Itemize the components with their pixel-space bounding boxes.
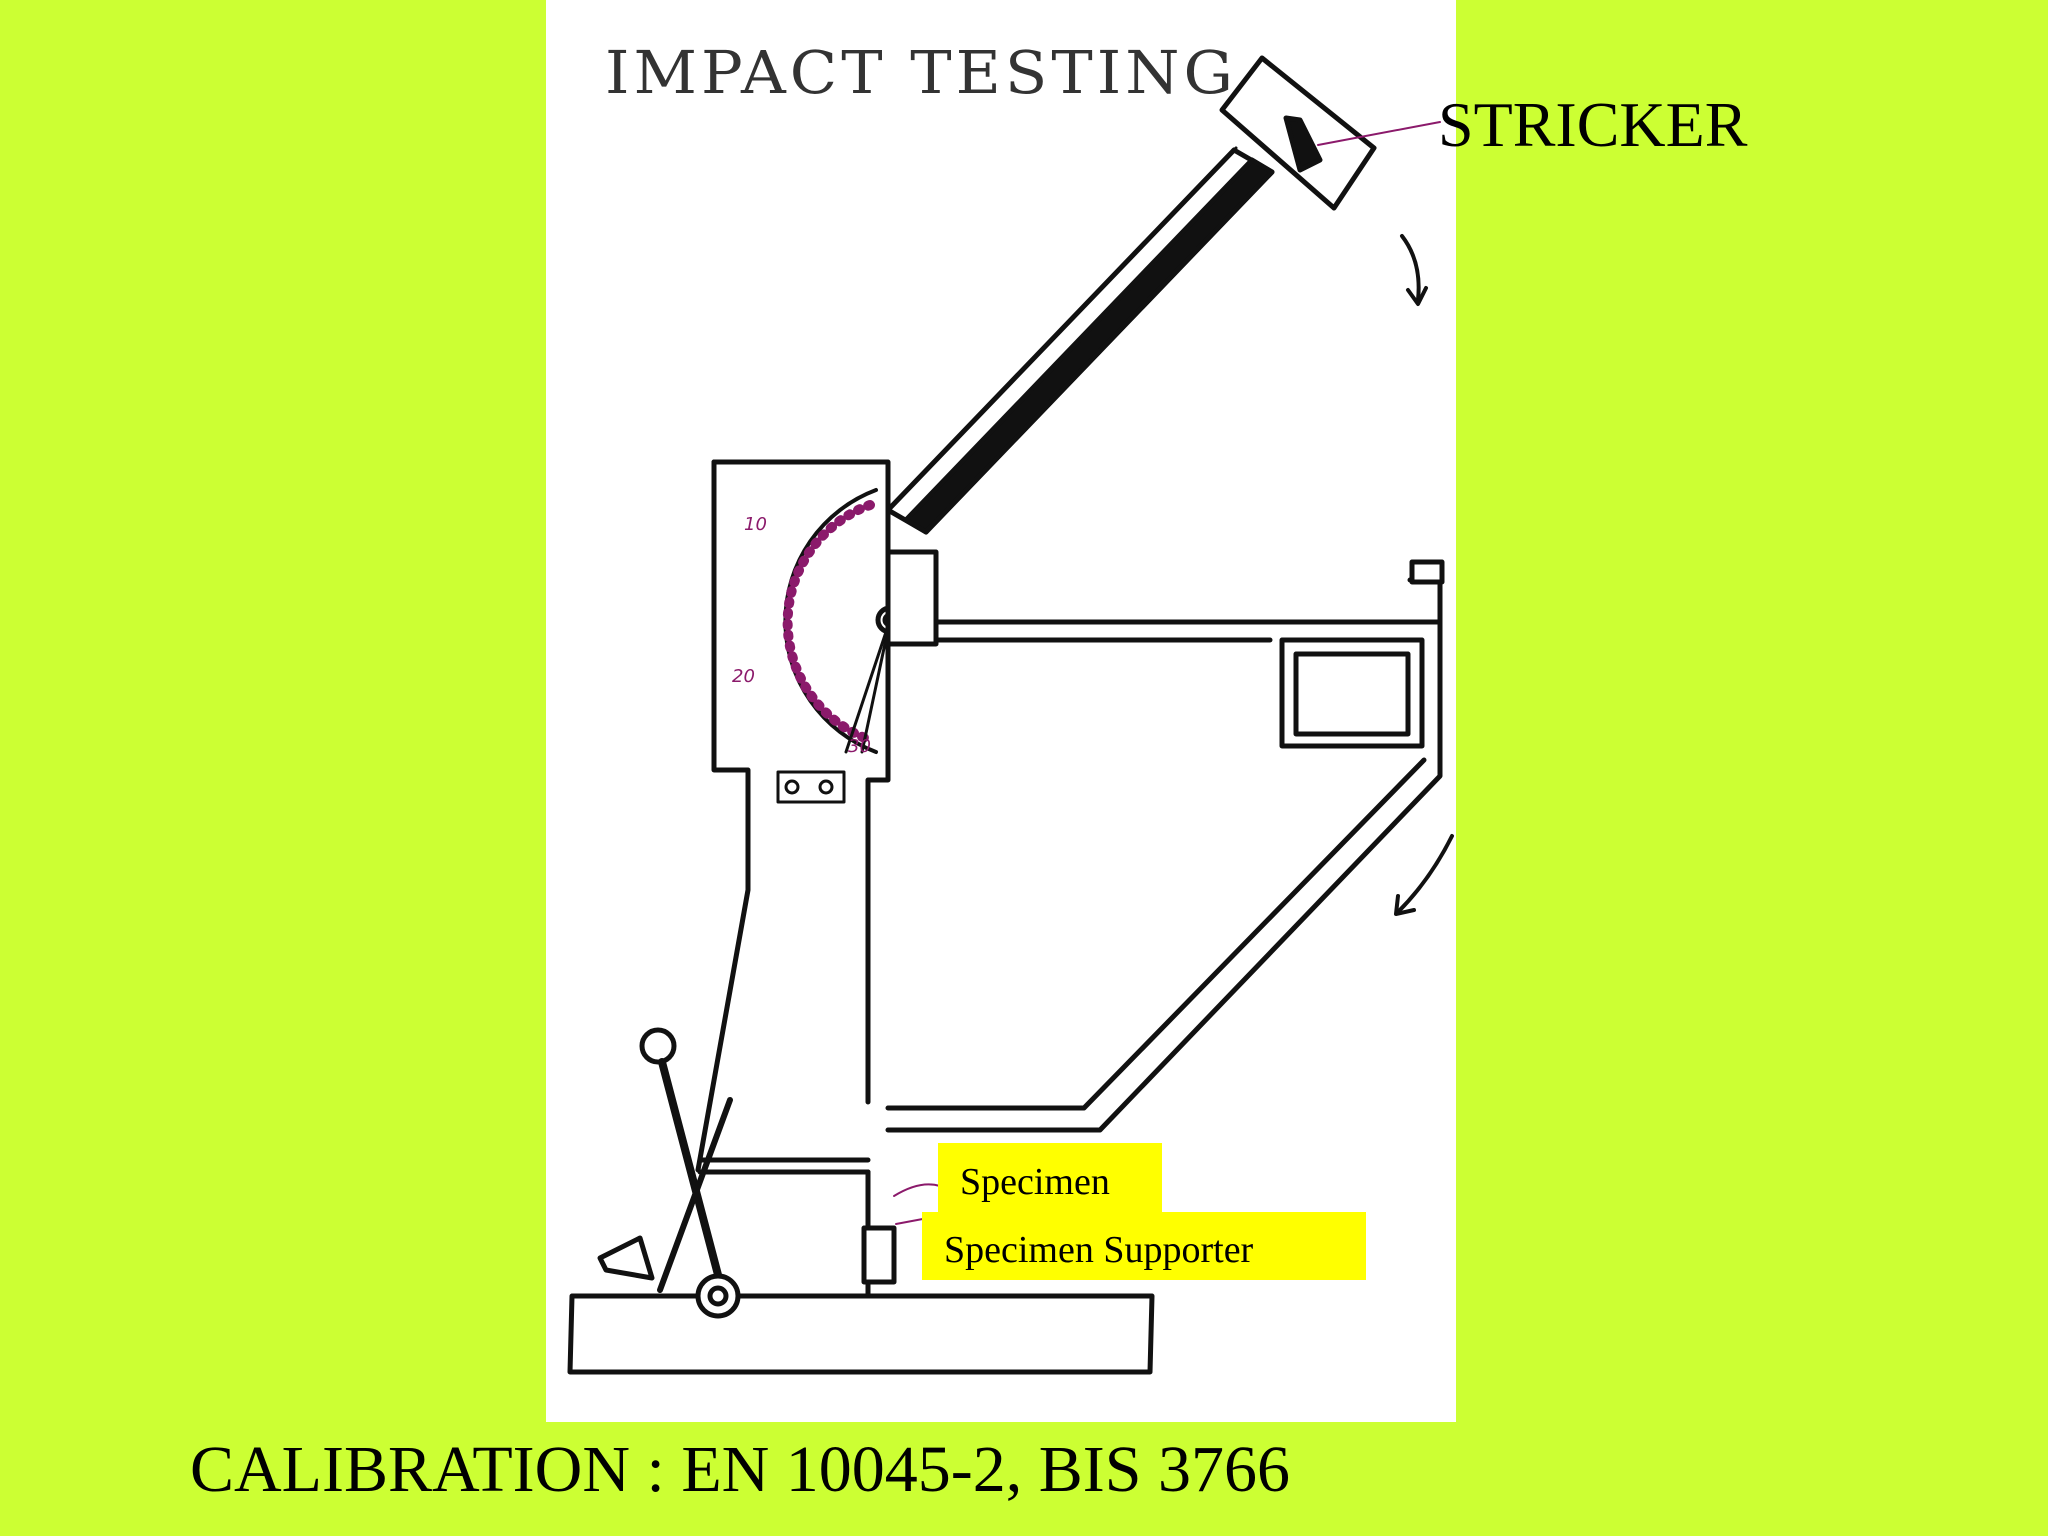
label-specimen-supporter: Specimen Supporter <box>922 1212 1366 1280</box>
machine-base <box>567 1293 1155 1375</box>
pivot-block <box>885 549 939 647</box>
dial-mark-10: 10 <box>744 514 767 535</box>
dial-mark-20: 20 <box>732 666 755 687</box>
label-stricker: STRICKER <box>1438 89 1748 160</box>
dial-mark-30: 30 <box>848 736 871 757</box>
calibration-caption: CALIBRATION : EN 10045-2, BIS 3766 <box>190 1433 1290 1506</box>
anvil-area <box>861 1169 941 1299</box>
diagram-title: IMPACT TESTING <box>605 37 1237 108</box>
pendulum-arm <box>885 146 1275 535</box>
release-lever <box>597 1027 741 1319</box>
swing-arrows <box>1394 234 1454 916</box>
scale-dial <box>776 488 905 804</box>
label-specimen: Specimen <box>938 1143 1162 1215</box>
frame-structure <box>885 559 1445 1133</box>
striker-head <box>1219 55 1441 211</box>
machine-column <box>695 459 891 1175</box>
